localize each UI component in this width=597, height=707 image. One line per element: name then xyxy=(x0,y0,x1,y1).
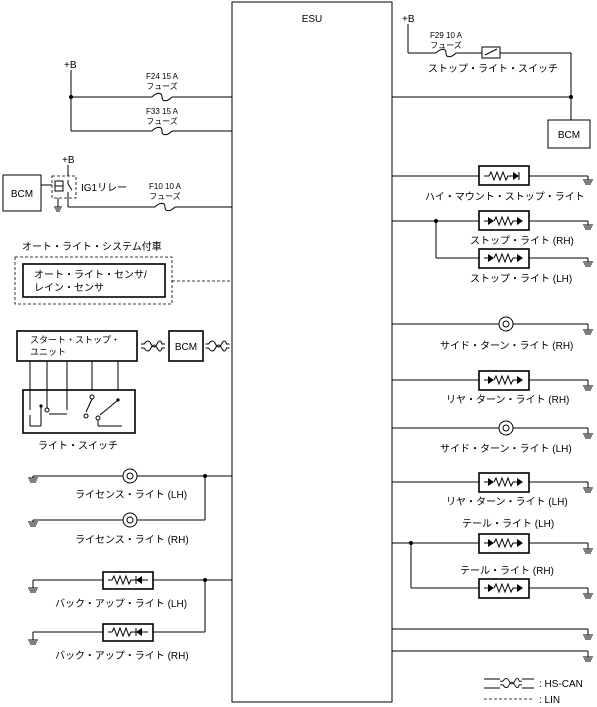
fuse-f29 xyxy=(435,48,457,58)
side-turn-lh-label: サイド・ターン・ライト (LH) xyxy=(440,443,572,455)
hs-can-legend-icon xyxy=(500,677,522,689)
tail-lights: テール・ライト (LH) テール・ライト (RH) xyxy=(392,518,593,599)
fuse-f33-rating: F33 15 A xyxy=(146,107,179,116)
side-turn-light-rh: サイド・ターン・ライト (RH) xyxy=(392,316,593,352)
ig1-relay-label: IG1リレー xyxy=(81,183,127,194)
fuse-f10-rating: F10 10 A xyxy=(149,182,182,191)
fuse-f10: F10 10 A フューズ xyxy=(149,182,182,212)
auto-light-system: オート・ライト・システム付車 オート・ライト・センサ/ レイン・センサ xyxy=(14,240,232,305)
ig1-relay-box xyxy=(51,175,77,199)
esu-label: ESU xyxy=(302,14,323,25)
stop-light-switch-circuit: +B F29 10 A フューズ ストップ・ライト・スイッチ BCM xyxy=(392,14,591,149)
bcm-label-middle: BCM xyxy=(175,342,197,353)
hs-can-twist-1 xyxy=(140,340,166,352)
start-stop-line1: スタート・ストップ・ xyxy=(30,335,120,345)
plus-b-label-3: +B xyxy=(402,14,415,25)
light-switch-box xyxy=(22,389,136,434)
side-turn-lh-bulb-icon xyxy=(498,420,514,436)
license-lh-bulb-icon xyxy=(122,468,138,484)
stop-rh-label: ストップ・ライト (RH) xyxy=(470,235,574,247)
fuse-f29-rating: F29 10 A xyxy=(430,31,463,40)
fuse-f29-label: フューズ xyxy=(430,40,462,50)
fuse-f24-label: フューズ xyxy=(146,81,178,91)
stop-light-switch-label: ストップ・ライト・スイッチ xyxy=(428,63,558,75)
fuse-f10-label: フューズ xyxy=(149,191,181,201)
unused-outputs xyxy=(392,628,593,662)
backup-rh-label: バック・アップ・ライト (RH) xyxy=(55,650,189,662)
fuse-f33: F33 15 A フューズ xyxy=(146,107,179,136)
high-mount-stop-light: ハイ・マウント・ストップ・ライト xyxy=(392,165,593,203)
bcm-box-right xyxy=(547,119,591,149)
side-turn-rh-bulb-icon xyxy=(498,316,514,332)
side-turn-rh-label: サイド・ターン・ライト (RH) xyxy=(440,340,573,352)
plus-b-label-2: +B xyxy=(62,155,75,166)
fuse-f33-label: フューズ xyxy=(146,116,178,126)
auto-light-sensor-line2: レイン・センサ xyxy=(34,282,104,294)
stop-light-switch-icon xyxy=(481,46,501,59)
legend-lin: : LIN xyxy=(539,695,560,706)
auto-light-sensor-box xyxy=(22,263,166,298)
license-lh-label: ライセンス・ライト (LH) xyxy=(75,489,187,501)
backup-lh-label: バック・アップ・ライト (LH) xyxy=(55,598,187,610)
auto-light-caption: オート・ライト・システム付車 xyxy=(22,240,162,253)
legend: : HS-CAN : LIN xyxy=(484,677,583,706)
tail-rh-label: テール・ライト (RH) xyxy=(460,565,554,577)
stop-lh-label: ストップ・ライト (LH) xyxy=(470,273,572,285)
rear-turn-light-rh: リヤ・ターン・ライト (RH) xyxy=(392,370,593,406)
bcm-label-left: BCM xyxy=(11,189,33,200)
start-stop-line2: ユニット xyxy=(30,347,66,357)
bcm-box-middle xyxy=(168,330,204,362)
tail-lh-label: テール・ライト (LH) xyxy=(462,518,554,530)
license-rh-bulb-icon xyxy=(122,512,138,528)
plus-b-label-1: +B xyxy=(64,60,77,71)
legend-hs-can: : HS-CAN xyxy=(539,679,583,690)
ig1-relay-circuit: BCM +B IG1リレー F10 10 A フューズ xyxy=(2,155,232,212)
start-stop-unit xyxy=(16,330,138,362)
backup-lights: バック・アップ・ライト (LH) バック・アップ・ライト (RH) xyxy=(28,571,232,662)
fuse-f24: F24 15 A フューズ xyxy=(146,72,179,102)
light-switch-label: ライト・スイッチ xyxy=(38,440,118,452)
side-turn-light-lh: サイド・ターン・ライト (LH) xyxy=(392,420,593,455)
license-lights: ライセンス・ライト (LH) ライセンス・ライト (RH) xyxy=(28,468,232,546)
license-rh-label: ライセンス・ライト (RH) xyxy=(75,534,189,546)
bcm-label-right: BCM xyxy=(558,130,580,141)
hs-can-twist-2 xyxy=(204,340,231,352)
auto-light-sensor-line1: オート・ライト・センサ/ xyxy=(34,269,147,281)
fuse-f24-rating: F24 15 A xyxy=(146,72,179,81)
start-stop-circuit: スタート・ストップ・ ユニット BCM ライト・スイッチ xyxy=(16,330,231,452)
power-feed-f24-f33: +B F24 15 A フューズ F33 15 A フューズ xyxy=(64,60,232,136)
esu-unit xyxy=(231,1,393,703)
rear-turn-light-lh: リヤ・ターン・ライト (LH) xyxy=(392,472,593,508)
backup-lh-lamp-icon xyxy=(102,571,154,590)
stop-rh-lamp-icon xyxy=(478,210,530,231)
backup-rh-lamp-icon xyxy=(102,623,154,642)
bcm-box-left xyxy=(2,174,42,212)
rear-turn-lh-label: リヤ・ターン・ライト (LH) xyxy=(446,496,568,508)
high-mount-label: ハイ・マウント・ストップ・ライト xyxy=(425,191,585,203)
stop-lights: ストップ・ライト (RH) ストップ・ライト (LH) xyxy=(392,210,593,285)
rear-turn-rh-label: リヤ・ターン・ライト (RH) xyxy=(446,394,569,406)
